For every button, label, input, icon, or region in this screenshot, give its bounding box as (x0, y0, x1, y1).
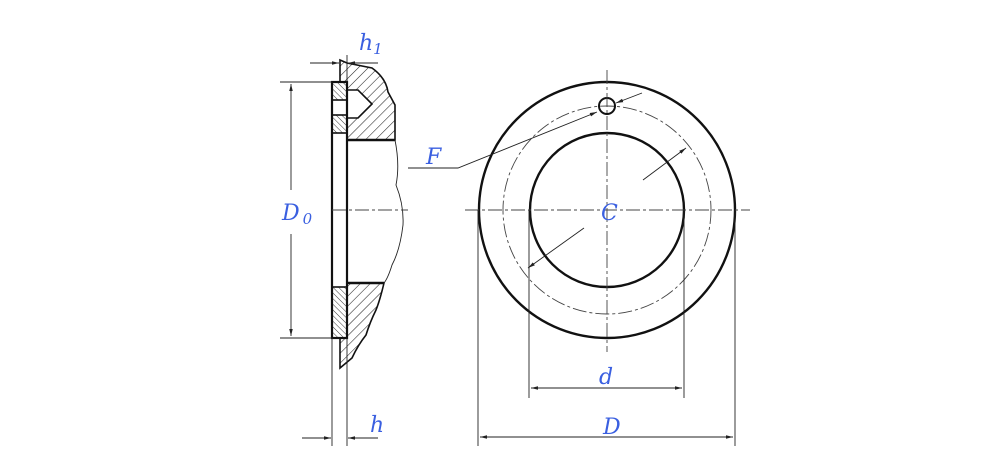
label-h1: h1 (359, 31, 383, 58)
front-view (408, 70, 750, 446)
body-upper-section (339, 58, 396, 141)
section-view (280, 55, 408, 446)
washer-top-section (331, 81, 348, 101)
label-d: d (599, 365, 613, 390)
label-F: F (425, 145, 442, 170)
washer-mid-section (331, 114, 348, 134)
washer-bottom-section (331, 286, 348, 339)
c-leader-upper (642, 147, 687, 181)
break-line (383, 139, 404, 284)
label-h: h (370, 413, 384, 438)
body-lower-section (339, 282, 386, 370)
c-leader-lower (527, 227, 585, 269)
f-leader (408, 111, 598, 169)
hole-leader (615, 92, 643, 104)
label-C: C (601, 201, 618, 226)
label-D: D (602, 415, 621, 440)
